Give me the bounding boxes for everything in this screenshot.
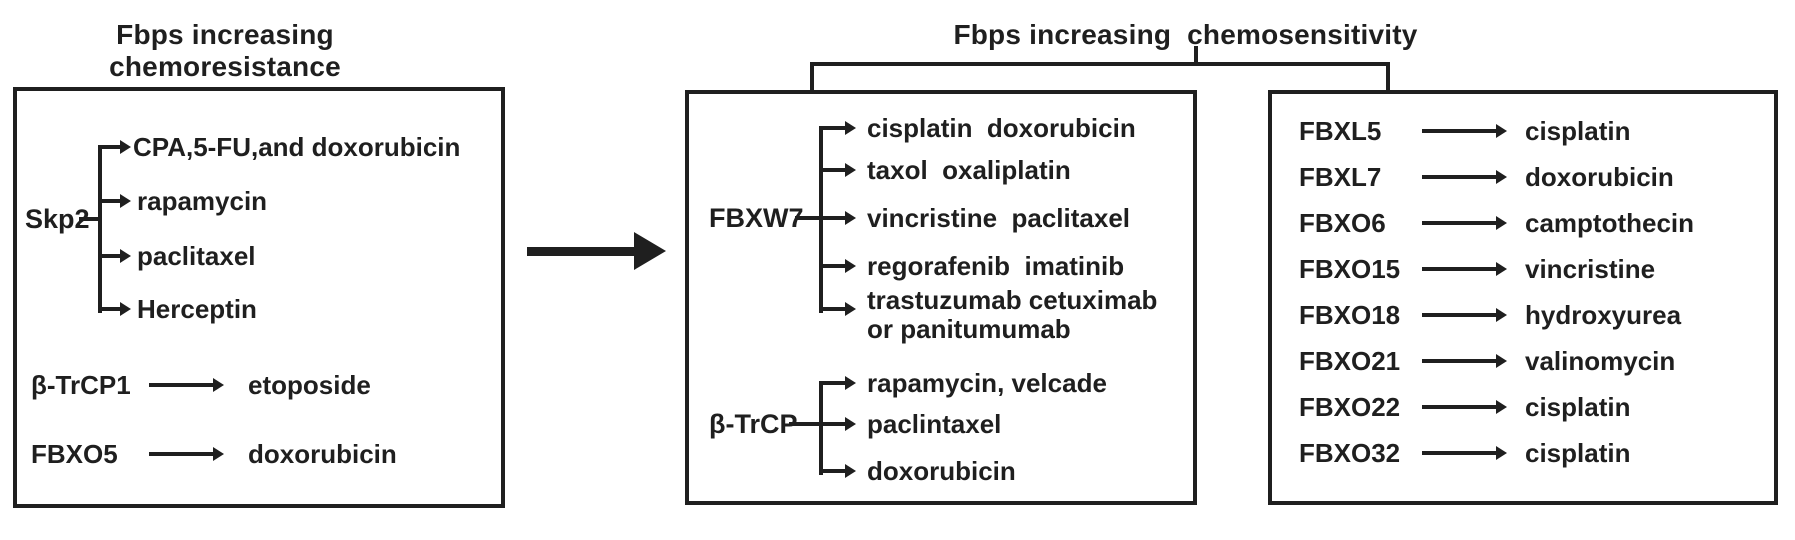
right-box-row: FBXO21 valinomycin	[1272, 338, 1770, 384]
protein-label: FBXL7	[1299, 161, 1382, 192]
long-arrow-icon	[1422, 124, 1507, 138]
protein-label: FBXO22	[1299, 391, 1401, 422]
fbxw7-label: FBXW7	[709, 203, 804, 233]
right-box-row: FBXO22 cisplatin	[1272, 384, 1770, 430]
long-arrow-icon	[1422, 262, 1507, 276]
chemosensitivity-box-right: FBXL5 cisplatin FBXL7 doxorubicin FBXO6 …	[1268, 90, 1778, 505]
bracket-horizontal-line	[810, 62, 1390, 66]
branch-arrow-head-icon	[845, 121, 856, 135]
branch-arrow-shaft	[823, 469, 845, 473]
big-right-arrow-icon	[527, 231, 667, 271]
btrcp-branch-vline	[819, 381, 823, 475]
drug-label: camptothecin	[1525, 207, 1695, 238]
long-arrow-icon	[1422, 216, 1507, 230]
long-arrow-icon	[1422, 354, 1507, 368]
chemosensitivity-box-left: FBXW7 cisplatin doxorubicin taxol oxalip…	[685, 90, 1197, 505]
drug-label: vincristine paclitaxel	[867, 203, 1131, 233]
branch-arrow-shaft	[823, 168, 845, 172]
protein-label: FBXO15	[1299, 253, 1401, 284]
protein-label: FBXO18	[1299, 299, 1401, 330]
drug-label: regorafenib imatinib	[867, 251, 1125, 281]
chemosensitivity-title: Fbps increasing chemosensitivity	[953, 19, 1418, 50]
protein-label: FBXO6	[1299, 207, 1386, 238]
branch-arrow-shaft	[102, 199, 120, 203]
protein-label: FBXO5	[31, 438, 118, 469]
drug-label: rapamycin, velcade	[867, 368, 1107, 398]
long-arrow-icon	[149, 378, 224, 392]
branch-arrow-shaft	[102, 307, 120, 311]
drug-label: etoposide	[248, 369, 371, 400]
protein-label: FBXL5	[1299, 115, 1382, 146]
branch-arrow-shaft	[823, 216, 845, 220]
drug-label: paclintaxel	[867, 409, 1002, 439]
big-arrow-head	[634, 232, 666, 270]
drug-label: rapamycin	[137, 186, 268, 216]
drug-label: Herceptin	[137, 294, 257, 324]
bracket-right-drop	[1386, 62, 1390, 93]
branch-arrow-head-icon	[845, 211, 856, 225]
fbxw7-connector-line	[795, 216, 819, 220]
fbxw7-branch-vline	[819, 126, 823, 313]
branch-arrow-shaft	[102, 145, 120, 149]
drug-label: trastuzumab cetuximab or panitumumab	[867, 285, 1158, 344]
protein-label: FBXO32	[1299, 437, 1401, 468]
branch-arrow-head-icon	[845, 464, 856, 478]
branch-arrow-head-icon	[120, 194, 131, 208]
right-box-row: FBXL7 doxorubicin	[1272, 154, 1770, 200]
drug-label: paclitaxel	[137, 241, 256, 271]
drug-label: CPA,5-FU,and doxorubicin	[133, 132, 461, 162]
branch-arrow-shaft	[102, 254, 120, 258]
branch-arrow-head-icon	[845, 302, 856, 316]
long-arrow-icon	[1422, 308, 1507, 322]
drug-label: hydroxyurea	[1525, 299, 1682, 330]
branch-arrow-shaft	[823, 126, 845, 130]
drug-label: doxorubicin	[867, 456, 1016, 486]
bracket-center-tick	[1194, 46, 1198, 66]
right-box-row: FBXO32 cisplatin	[1272, 430, 1770, 476]
protein-label: β-TrCP1	[31, 369, 131, 400]
bracket-left-drop	[810, 62, 814, 93]
drug-label: cisplatin doxorubicin	[867, 113, 1136, 143]
chemoresistance-title: Fbps increasing chemoresistance	[109, 19, 342, 82]
skp2-branch-vline	[98, 145, 102, 313]
branch-arrow-shaft	[823, 264, 845, 268]
left-box-row: β-TrCP1 etoposide	[31, 370, 371, 400]
branch-arrow-shaft	[823, 381, 845, 385]
left-box-row: FBXO5 doxorubicin	[31, 439, 397, 469]
drug-label: taxol oxaliplatin	[867, 155, 1071, 185]
branch-arrow-shaft	[823, 307, 845, 311]
branch-arrow-head-icon	[845, 259, 856, 273]
drug-label: valinomycin	[1525, 345, 1676, 376]
branch-arrow-shaft	[823, 422, 845, 426]
branch-arrow-head-icon	[120, 140, 131, 154]
long-arrow-icon	[1422, 170, 1507, 184]
right-box-row: FBXO18 hydroxyurea	[1272, 292, 1770, 338]
right-box-row: FBXL5 cisplatin	[1272, 108, 1770, 154]
skp2-label: Skp2	[25, 204, 90, 234]
branch-arrow-head-icon	[845, 376, 856, 390]
right-box-row: FBXO15 vincristine	[1272, 246, 1770, 292]
chemoresistance-box: Skp2 CPA,5-FU,and doxorubicin rapamycin …	[13, 87, 505, 508]
skp2-connector-line	[79, 217, 102, 221]
right-box-list: FBXL5 cisplatin FBXL7 doxorubicin FBXO6 …	[1272, 108, 1770, 476]
right-box-row: FBXO6 camptothecin	[1272, 200, 1770, 246]
long-arrow-icon	[1422, 446, 1507, 460]
branch-arrow-head-icon	[845, 163, 856, 177]
protein-label: FBXO21	[1299, 345, 1401, 376]
big-arrow-shaft	[527, 247, 637, 256]
drug-label: cisplatin	[1525, 115, 1631, 146]
btrcp-connector-line	[789, 422, 819, 426]
drug-label: cisplatin	[1525, 437, 1631, 468]
btrcp-label: β-TrCP	[709, 409, 798, 439]
drug-label: vincristine	[1525, 253, 1656, 284]
branch-arrow-head-icon	[120, 249, 131, 263]
drug-label: doxorubicin	[248, 438, 397, 469]
drug-label: doxorubicin	[1525, 161, 1674, 192]
long-arrow-icon	[1422, 400, 1507, 414]
branch-arrow-head-icon	[845, 417, 856, 431]
branch-arrow-head-icon	[120, 302, 131, 316]
drug-label: cisplatin	[1525, 391, 1631, 422]
long-arrow-icon	[149, 447, 224, 461]
